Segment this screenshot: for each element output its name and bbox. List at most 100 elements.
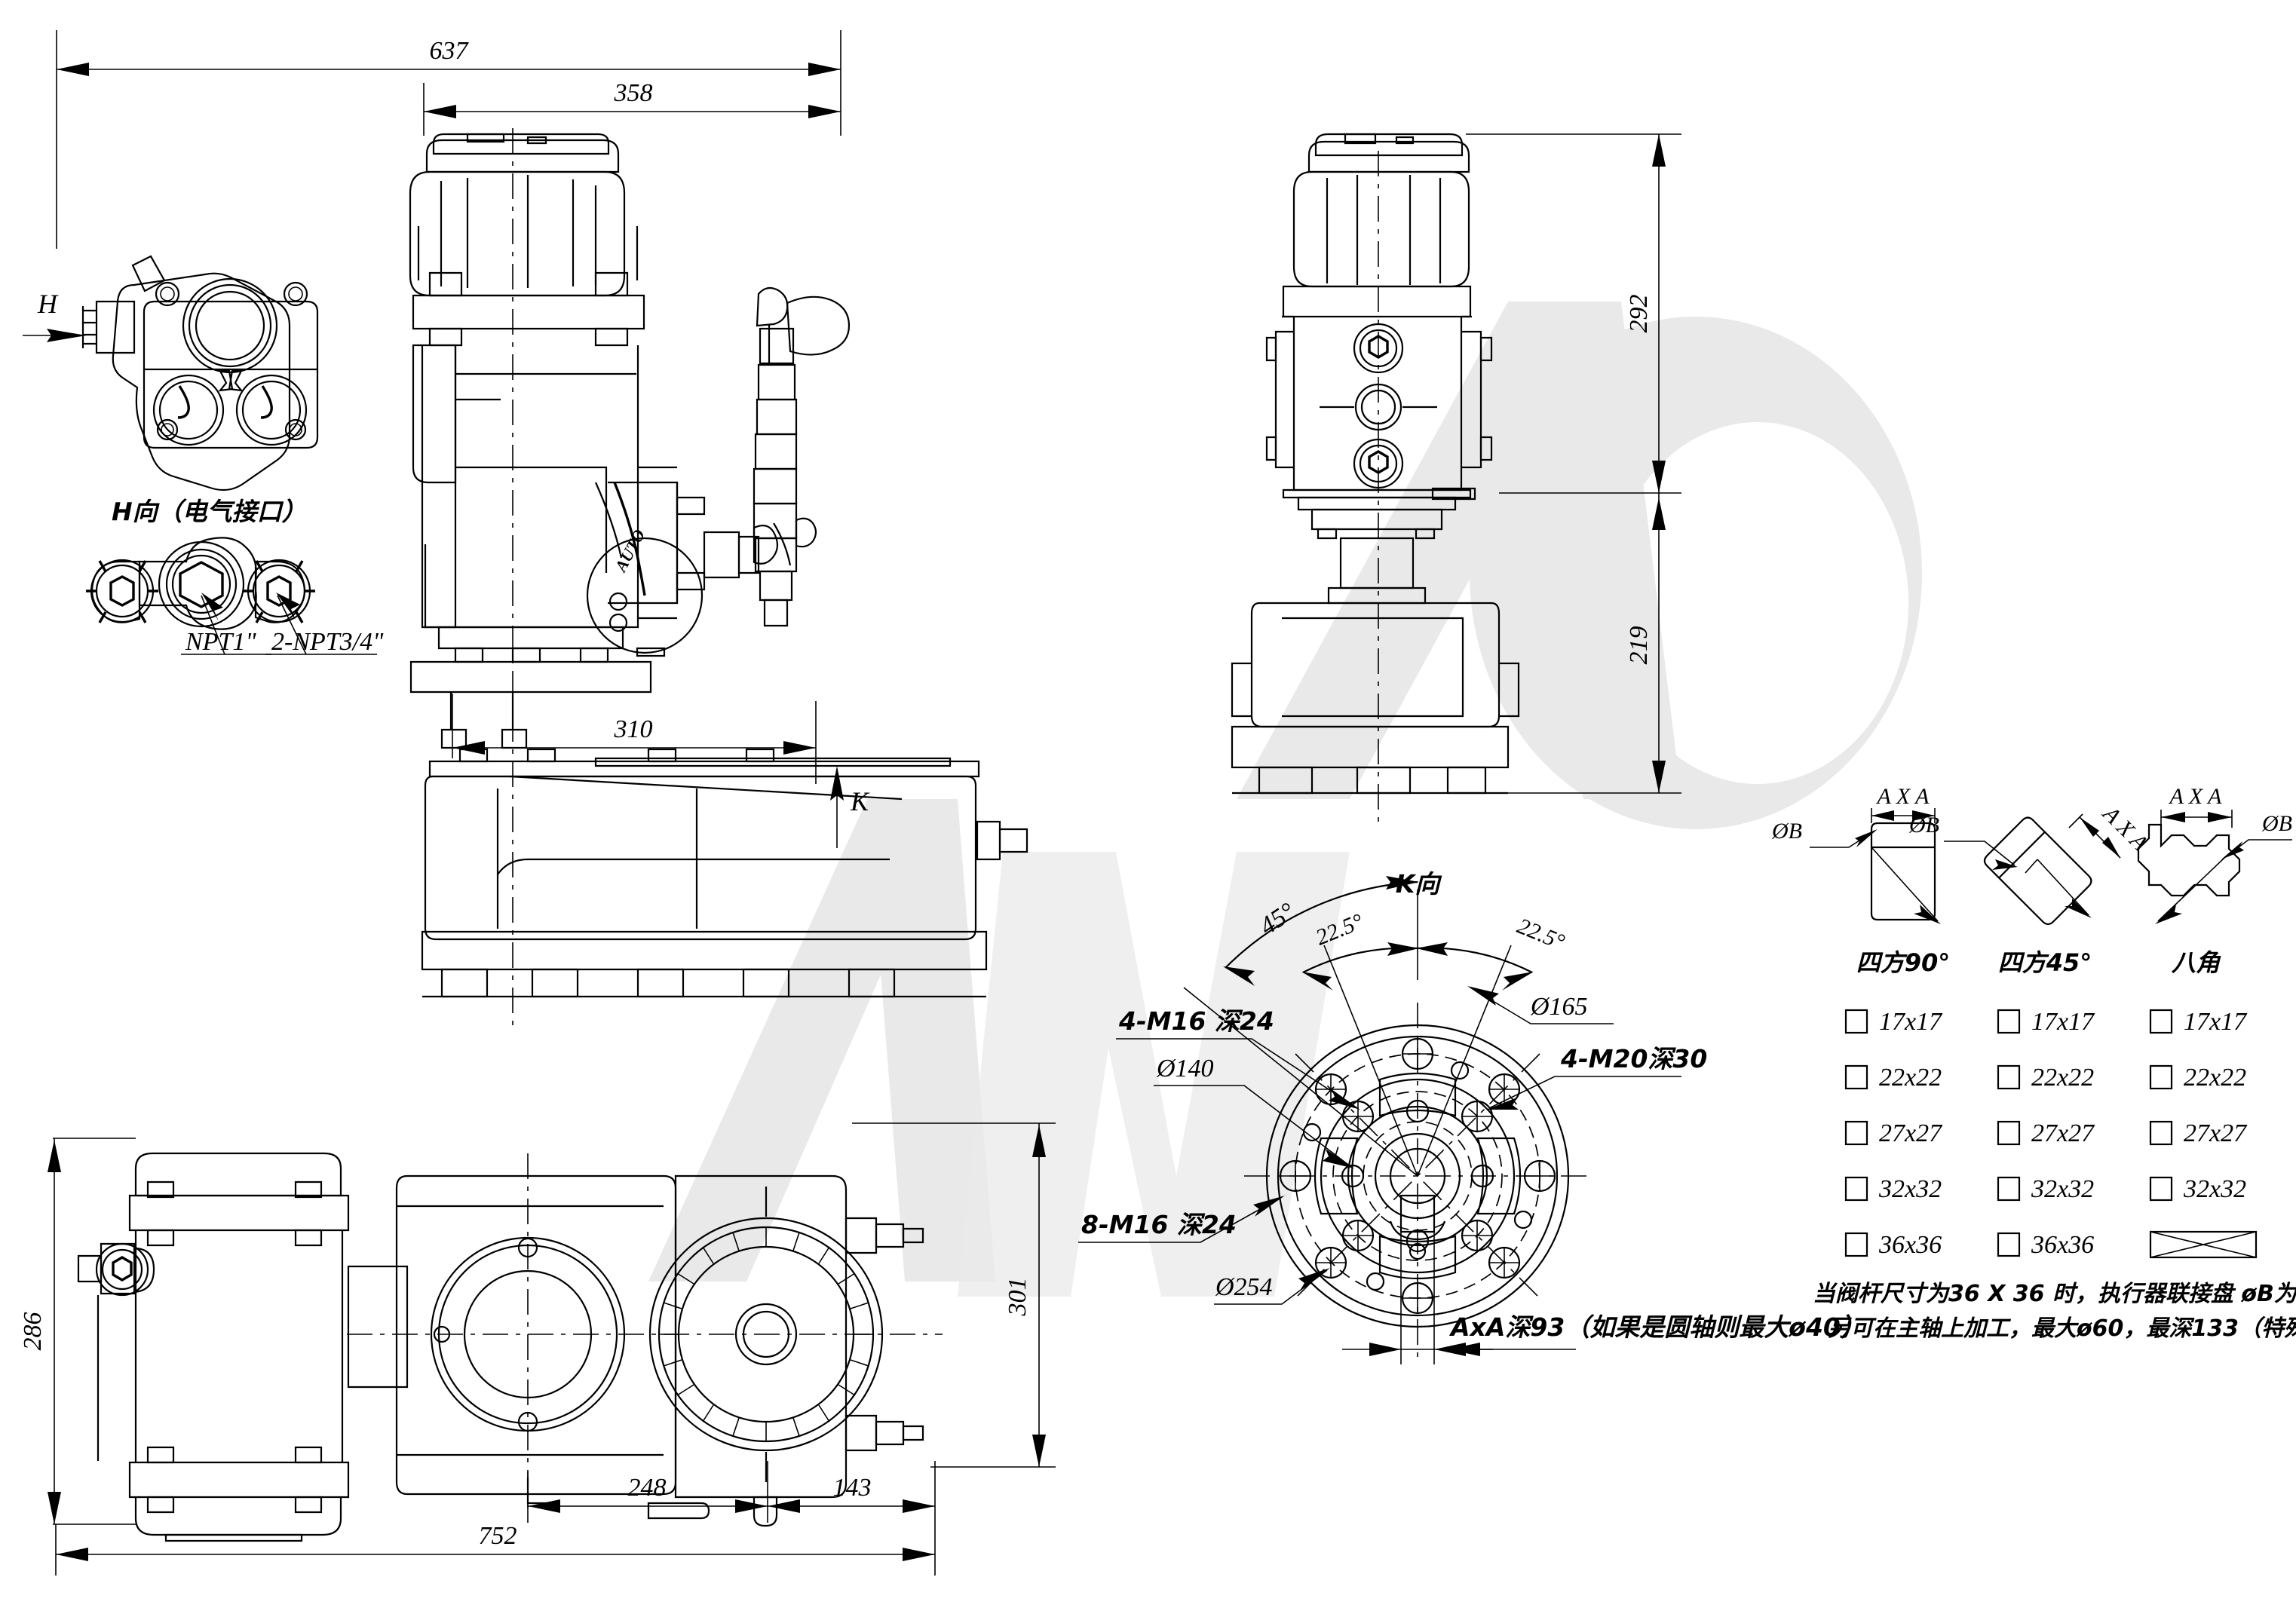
stem-col1-options: 17x17 22x22 27x27 32x32 36x36 [1844,1008,1943,1259]
k-arrow-label: K [850,786,870,816]
dim-637: 637 [56,30,841,249]
callout-8-m16: 8-M16 深24 [1078,1196,1285,1243]
stem-col1-header: 四方90° [1856,948,1951,977]
checkbox-c2-r5[interactable] [1997,1232,2021,1257]
dim-248-value: 248 [628,1474,667,1502]
option-c2-r2: 22x22 [2031,1064,2094,1092]
callout-pcd-165: Ø165 [1467,986,1614,1024]
stem-col3-options: 17x17 22x22 27x27 32x32 [2149,1008,2258,1259]
option-c1-r5: 36x36 [1878,1231,1942,1259]
callout-4-m16-text: 4-M16 深24 [1118,1006,1274,1036]
option-c1-r3: 27x27 [1879,1119,1943,1147]
crossed-out-cell [2149,1230,2258,1259]
h-view-title: H向（电气接口） [112,497,307,526]
checkbox-c3-r3[interactable] [2149,1120,2173,1146]
dim-752: 752 [55,1522,936,1576]
dim-248: 248 [527,1461,768,1523]
checkbox-c1-r4[interactable] [1844,1176,1868,1202]
option-c3-r2: 22x22 [2184,1064,2246,1092]
callout-4-m20-text: 4-M20深30 [1560,1044,1707,1073]
checkbox-c1-r3[interactable] [1844,1120,1868,1146]
stem-note-2: 另可在主轴上加工，最大ø60，最深133（特殊） [1828,1315,2296,1342]
dim-752-value: 752 [479,1522,517,1550]
stem-col2-dim-b: ØB [1908,813,1939,838]
h-view-callouts: NPT1" 2-NPT3/4" [181,593,384,656]
stem-col-square-45: A X A ØB 四方45° 17x17 22x22 27x27 32x32 3… [1908,801,2153,1259]
k-view: K向 [1078,869,1865,1364]
dim-358-value: 358 [614,79,653,107]
option-c2-r4: 32x32 [2031,1175,2094,1203]
option-c2-r5: 36x36 [2031,1231,2094,1259]
callout-bore-axa: AxA深93（如果是圆轴则最大ø40） [1342,1206,1865,1364]
stem-col2-dim-a: A X A [2097,801,2153,856]
checkbox-c1-r2[interactable] [1844,1064,1868,1090]
dim-143-value: 143 [833,1474,872,1502]
callout-bore-axa-text: AxA深93（如果是圆轴则最大ø40） [1448,1312,1865,1342]
dim-310: 310 [452,694,817,784]
dim-219-value: 219 [1625,626,1653,665]
option-c1-r1: 17x17 [1879,1008,1943,1036]
option-c2-r1: 17x17 [2031,1008,2095,1036]
dim-286-value: 286 [19,1312,47,1351]
stem-col2-header: 四方45° [1998,948,2092,977]
checkbox-c3-r1[interactable] [2149,1009,2173,1034]
npt1-label: NPT1" [185,628,256,656]
h-view-port-body [86,537,315,630]
stem-col3-dim-a: A X A [2169,784,2223,809]
front-gearbox-housing [81,255,319,491]
dim-301-value: 301 [1004,1278,1032,1317]
checkbox-c1-r5[interactable] [1844,1232,1868,1257]
watermark-aom [648,302,1923,1297]
callout-pcd-254: Ø254 [1214,1268,1330,1305]
option-c3-r1: 17x17 [2184,1008,2248,1036]
callout-pcd-254-text: Ø254 [1215,1273,1273,1301]
callout-4-m16: 4-M16 深24 [1116,1006,1360,1110]
callout-pcd-140-text: Ø140 [1156,1055,1214,1083]
dim-292-value: 292 [1625,295,1653,333]
auto-dial-label: AUTO [610,526,648,576]
h-arrow-label: H [37,289,59,319]
stem-col-octagon: A X A ØB 八角 17x17 22x22 27x27 32x32 [2137,784,2292,1259]
stem-col1-dim-a: A X A [1876,784,1930,809]
checkbox-c2-r1[interactable] [1997,1009,2021,1034]
stem-note-1: 当阀杆尺寸为36 X 36 时，执行器联接盘 øB为49 [1813,1281,2296,1307]
angle-225-right-value: 22.5° [1513,914,1568,955]
npt34-label: 2-NPT3/4" [271,628,384,656]
dim-292: 292 [1466,133,1681,494]
side-view: 292 219 [1231,133,1681,822]
checkbox-c2-r2[interactable] [1997,1064,2021,1090]
stem-col1-dim-b: ØB [1771,819,1802,844]
h-view: H向（电气接口） NPT1" [86,497,384,656]
front-handwheel [753,286,851,627]
dim-angle-225-right: 22.5° [1416,914,1568,1177]
h-direction-arrow: H [23,289,87,342]
option-c2-r3: 27x27 [2031,1119,2095,1147]
callout-8-m16-text: 8-M16 深24 [1081,1210,1237,1239]
stem-col2-options: 17x17 22x22 27x27 32x32 36x36 [1997,1008,2095,1259]
stem-type-table: A X A ØB 四方90° 17x17 22x22 27x27 32x32 3… [1771,784,2296,1342]
callout-pcd-140: Ø140 [1154,1055,1354,1168]
top-view: 286 301 248 143 [19,1122,1056,1576]
dim-358: 358 [423,79,841,136]
dim-219: 219 [1508,493,1681,794]
dim-301: 301 [852,1122,1056,1468]
callout-pcd-165-text: Ø165 [1530,993,1588,1021]
k-direction-arrow: K [830,766,870,848]
callout-4-m20: 4-M20深30 [1486,1044,1707,1110]
checkbox-c2-r4[interactable] [1997,1176,2021,1202]
stem-col-square-90: A X A ØB 四方90° 17x17 22x22 27x27 32x32 3… [1771,784,1950,1259]
stem-col3-dim-b: ØB [2261,811,2292,836]
k-view-mid-bolts [1341,1100,1494,1252]
checkbox-c2-r3[interactable] [1997,1120,2021,1146]
front-actuator-body: AUTO [409,133,760,657]
dim-286: 286 [19,1138,136,1525]
option-c3-r4: 32x32 [2183,1175,2246,1203]
dim-310-value: 310 [614,715,653,743]
option-c1-r2: 22x22 [1879,1064,1942,1092]
checkbox-c3-r4[interactable] [2149,1176,2173,1202]
option-c1-r4: 32x32 [1878,1175,1942,1203]
checkbox-c1-r1[interactable] [1844,1009,1868,1034]
dim-143: 143 [768,1461,936,1523]
checkbox-c3-r2[interactable] [2149,1064,2173,1090]
